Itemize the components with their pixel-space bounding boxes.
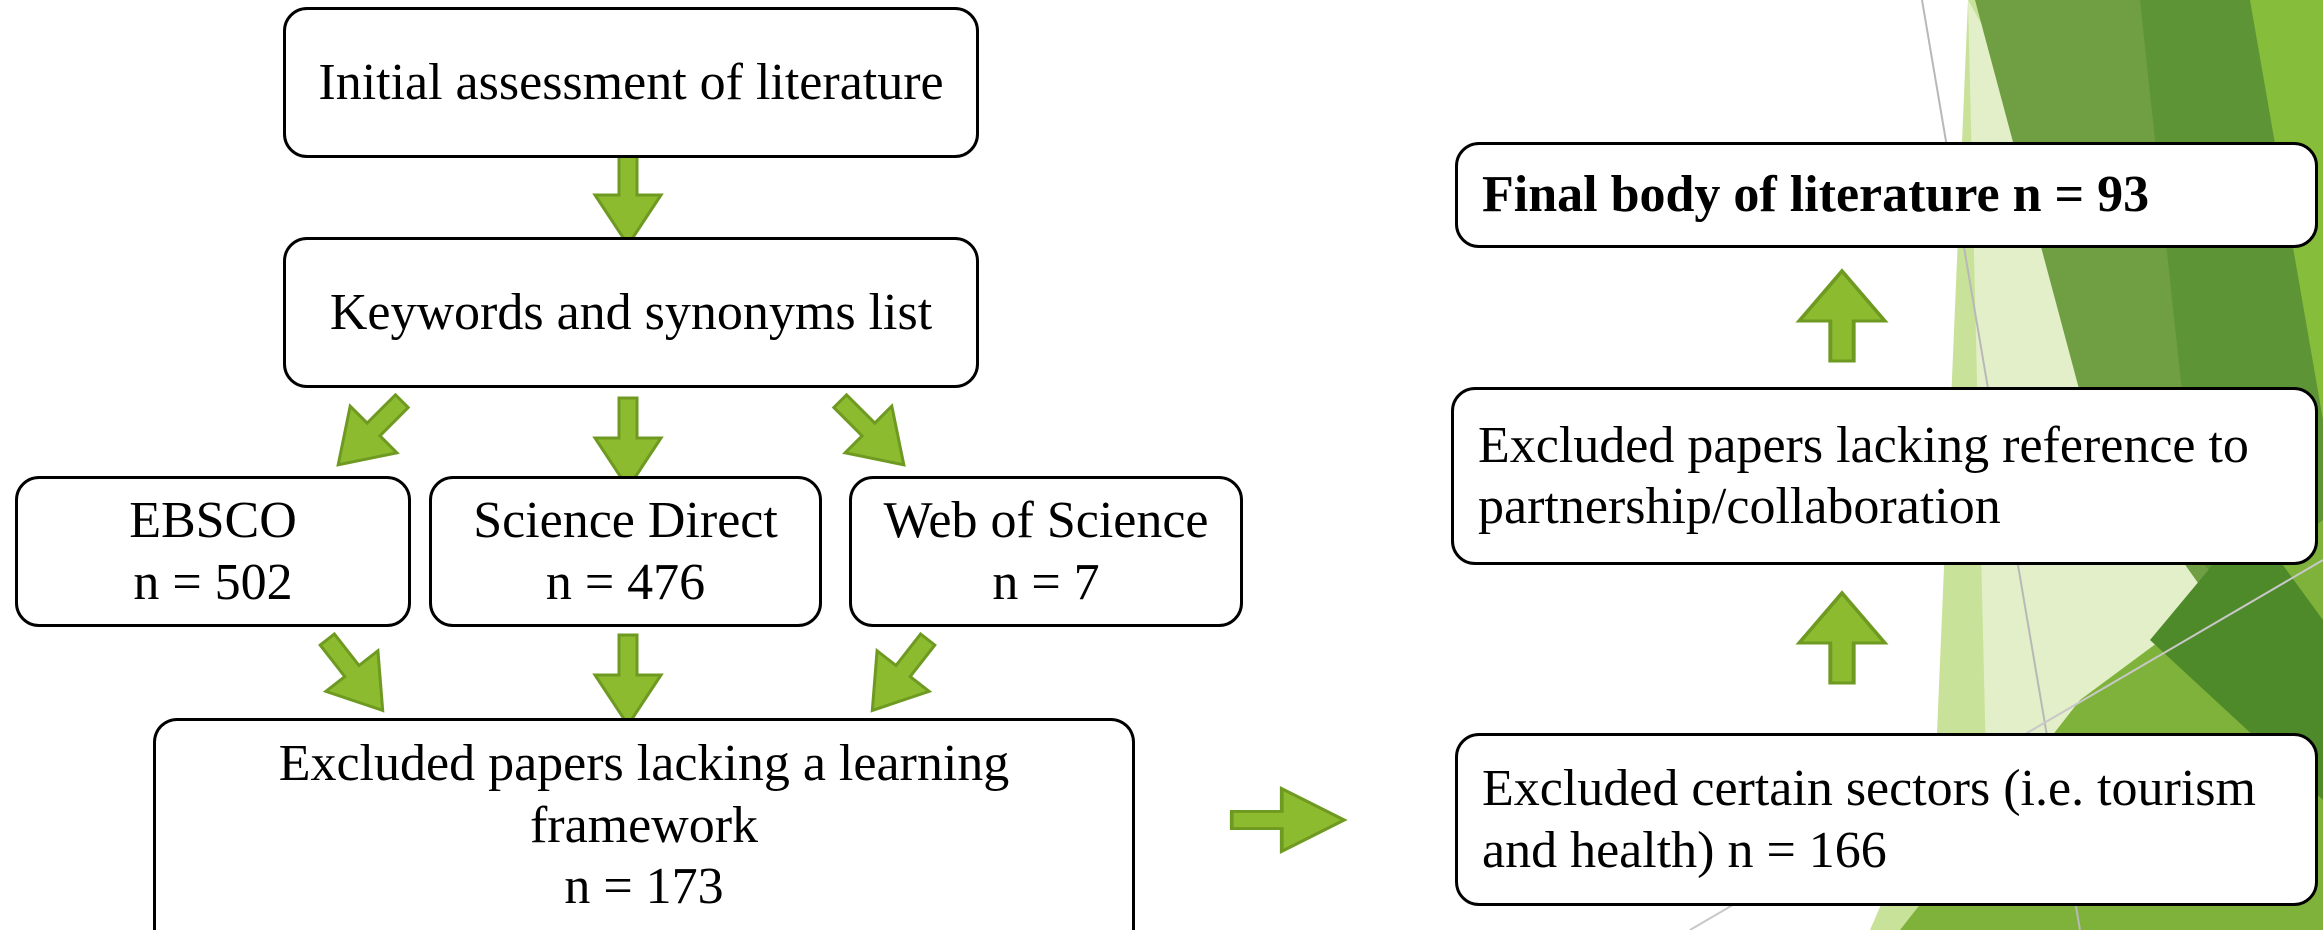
excluded-sectors-box: Excluded certain sectors (i.e. tourism a… <box>1455 733 2318 906</box>
keywords-label: Keywords and synonyms list <box>329 283 933 341</box>
excluded-partnership-line1: Excluded papers lacking reference to <box>1478 416 2249 474</box>
science-direct-name: Science Direct <box>473 492 778 550</box>
web-of-science-name: Web of Science <box>883 492 1209 550</box>
ebsco-count: n = 502 <box>133 553 293 611</box>
ebsco-box: EBSCO n = 502 <box>15 476 411 627</box>
excluded-learning-count: n = 173 <box>564 858 724 916</box>
decor-deep-facet <box>2150 520 2323 800</box>
web-of-science-count: n = 7 <box>992 553 1100 611</box>
excluded-sectors-line2: and health) n = 166 <box>1482 821 1887 879</box>
ebsco-name: EBSCO <box>129 492 297 550</box>
final-body-label: Final body of literature n = 93 <box>1482 166 2150 224</box>
excluded-learning-line1: Excluded papers lacking a learning <box>278 735 1010 793</box>
excluded-learning-line2: framework <box>529 796 759 854</box>
final-body-box: Final body of literature n = 93 <box>1455 142 2318 248</box>
keywords-box: Keywords and synonyms list <box>283 237 979 388</box>
excluded-partnership-box: Excluded papers lacking reference to par… <box>1451 387 2318 565</box>
excluded-learning-box: Excluded papers lacking a learning frame… <box>153 718 1135 930</box>
science-direct-box: Science Direct n = 476 <box>429 476 822 627</box>
science-direct-count: n = 476 <box>545 553 706 611</box>
initial-assessment-label: Initial assessment of literature <box>318 53 944 111</box>
excluded-sectors-line1: Excluded certain sectors (i.e. tourism <box>1482 760 2256 818</box>
initial-assessment-box: Initial assessment of literature <box>283 7 979 158</box>
web-of-science-box: Web of Science n = 7 <box>849 476 1243 627</box>
excluded-partnership-line2: partnership/collaboration <box>1478 478 2001 535</box>
